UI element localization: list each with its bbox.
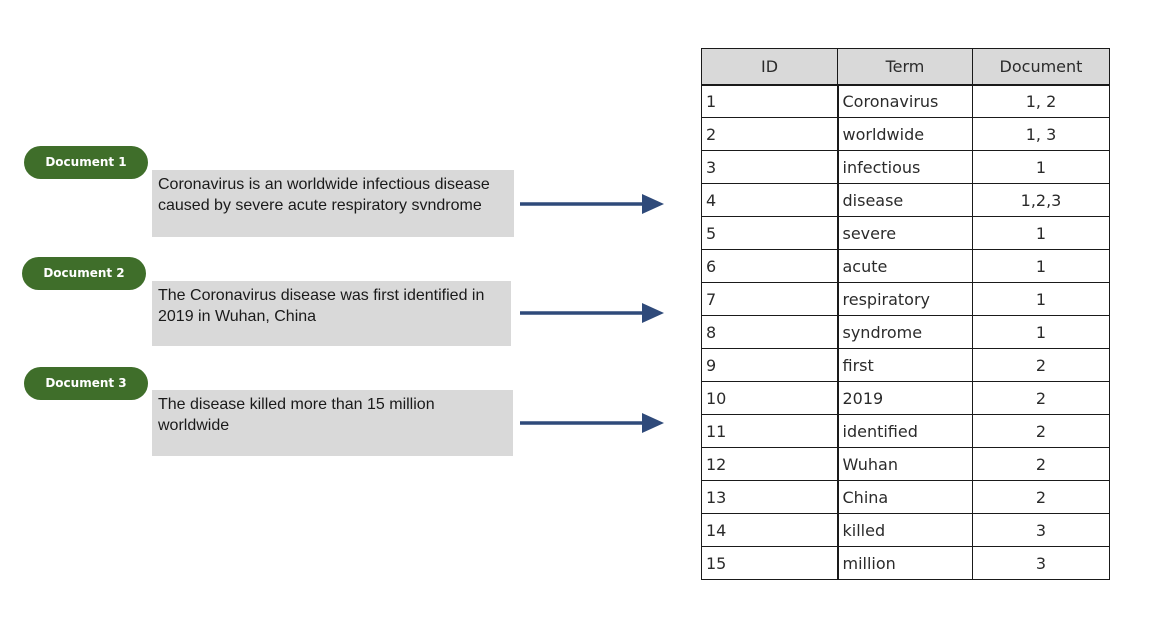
arrow-right-icon: [520, 413, 664, 433]
cell-id: 3: [701, 150, 838, 184]
cell-id: 1: [701, 84, 838, 118]
cell-term: Coronavirus: [836, 84, 973, 118]
cell-document: 1: [972, 315, 1110, 349]
cell-id: 9: [701, 348, 838, 382]
cell-document: 1,2,3: [972, 183, 1110, 217]
cell-document: 2: [972, 381, 1110, 415]
document-3-label: Document 3: [24, 367, 148, 400]
cell-id: 15: [701, 546, 838, 580]
cell-id: 8: [701, 315, 838, 349]
cell-id: 14: [701, 513, 838, 547]
cell-id: 11: [701, 414, 838, 448]
cell-id: 7: [701, 282, 838, 316]
cell-id: 12: [701, 447, 838, 481]
cell-id: 4: [701, 183, 838, 217]
cell-id: 10: [701, 381, 838, 415]
cell-document: 1: [972, 150, 1110, 184]
cell-document: 2: [972, 480, 1110, 514]
cell-term: first: [836, 348, 973, 382]
header-id: ID: [701, 48, 838, 86]
cell-term: 2019: [836, 381, 973, 415]
cell-id: 2: [701, 117, 838, 151]
arrow-right-icon: [520, 194, 664, 214]
cell-document: 2: [972, 414, 1110, 448]
cell-id: 5: [701, 216, 838, 250]
cell-document: 1, 2: [972, 84, 1110, 118]
cell-document: 2: [972, 348, 1110, 382]
cell-document: 2: [972, 447, 1110, 481]
cell-term: acute: [836, 249, 973, 283]
document-1-text: Coronavirus is an worldwide infectious d…: [152, 170, 514, 237]
document-2-text: The Coronavirus disease was first identi…: [152, 281, 511, 346]
cell-term: syndrome: [836, 315, 973, 349]
cell-document: 1: [972, 282, 1110, 316]
header-term: Term: [837, 48, 973, 86]
cell-term: million: [836, 546, 973, 580]
cell-document: 3: [972, 513, 1110, 547]
document-3-text: The disease killed more than 15 million …: [152, 390, 513, 456]
cell-term: disease: [836, 183, 973, 217]
document-2-label: Document 2: [22, 257, 146, 290]
cell-id: 13: [701, 480, 838, 514]
cell-term: infectious: [836, 150, 973, 184]
arrow-right-icon: [520, 303, 664, 323]
cell-term: respiratory: [836, 282, 973, 316]
cell-term: worldwide: [836, 117, 973, 151]
cell-document: 1: [972, 216, 1110, 250]
document-1-label: Document 1: [24, 146, 148, 179]
cell-term: China: [836, 480, 973, 514]
header-document: Document: [972, 48, 1110, 86]
cell-term: severe: [836, 216, 973, 250]
cell-term: Wuhan: [836, 447, 973, 481]
cell-term: killed: [836, 513, 973, 547]
cell-id: 6: [701, 249, 838, 283]
cell-document: 1, 3: [972, 117, 1110, 151]
cell-term: identified: [836, 414, 973, 448]
table-header-row: ID Term Document: [701, 48, 1110, 86]
cell-document: 1: [972, 249, 1110, 283]
cell-document: 3: [972, 546, 1110, 580]
